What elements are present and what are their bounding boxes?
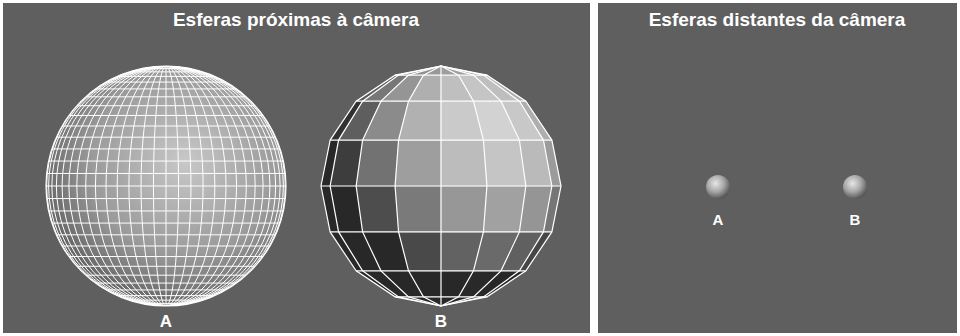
- panel-title: Esferas próximas à câmera: [173, 10, 419, 31]
- facet: [399, 101, 441, 140]
- sphere-high-poly: [46, 66, 286, 306]
- meridian-line: [47, 66, 286, 306]
- facet: [409, 271, 441, 297]
- panel-title: Esferas distantes da câmera: [649, 10, 906, 31]
- facet: [441, 140, 487, 186]
- facet: [543, 140, 561, 186]
- facet: [441, 186, 487, 232]
- meridian-line: [106, 66, 226, 306]
- meridian-line: [69, 66, 263, 306]
- wireframe: [321, 66, 561, 306]
- facet: [519, 232, 551, 271]
- meridian-line: [49, 66, 284, 306]
- meridian-line: [86, 66, 247, 306]
- meridian-line: [117, 66, 215, 306]
- facet: [399, 232, 441, 271]
- facet: [356, 140, 398, 186]
- facet: [519, 101, 551, 140]
- meridian-line: [321, 66, 441, 306]
- meridian-line: [77, 66, 255, 306]
- meridian-line: [129, 66, 203, 306]
- sphere-outline: [46, 66, 286, 306]
- meridian-line: [153, 66, 178, 306]
- meridian-line: [56, 66, 275, 306]
- facet: [543, 186, 561, 232]
- sphere-label: A: [713, 212, 724, 229]
- facet: [356, 186, 398, 232]
- meridian-line: [166, 66, 167, 306]
- meridian-line: [62, 66, 270, 306]
- sphere-label: A: [160, 313, 172, 332]
- sphere-low-poly: [321, 66, 561, 306]
- meridian-line: [95, 66, 236, 306]
- panel: [3, 3, 590, 333]
- facet: [483, 140, 525, 186]
- meridian-line: [441, 66, 552, 306]
- meridian-line: [141, 66, 191, 306]
- panel: [598, 3, 957, 333]
- meridian-line: [441, 66, 561, 306]
- meridian-line: [441, 66, 526, 306]
- facet: [395, 140, 441, 186]
- small-sphere: [843, 175, 867, 199]
- meridian-line: [52, 66, 280, 306]
- meridian-line: [330, 66, 441, 306]
- meridian-line: [441, 66, 487, 306]
- meridian-line: [440, 66, 441, 306]
- facet: [395, 186, 441, 232]
- meridian-line: [395, 66, 441, 306]
- wireframe: [46, 66, 286, 306]
- meridian-line: [356, 66, 441, 306]
- sphere-label: B: [850, 212, 861, 229]
- facet: [409, 75, 441, 101]
- small-sphere: [706, 175, 730, 199]
- facet: [483, 186, 525, 232]
- sphere-label: B: [435, 313, 447, 332]
